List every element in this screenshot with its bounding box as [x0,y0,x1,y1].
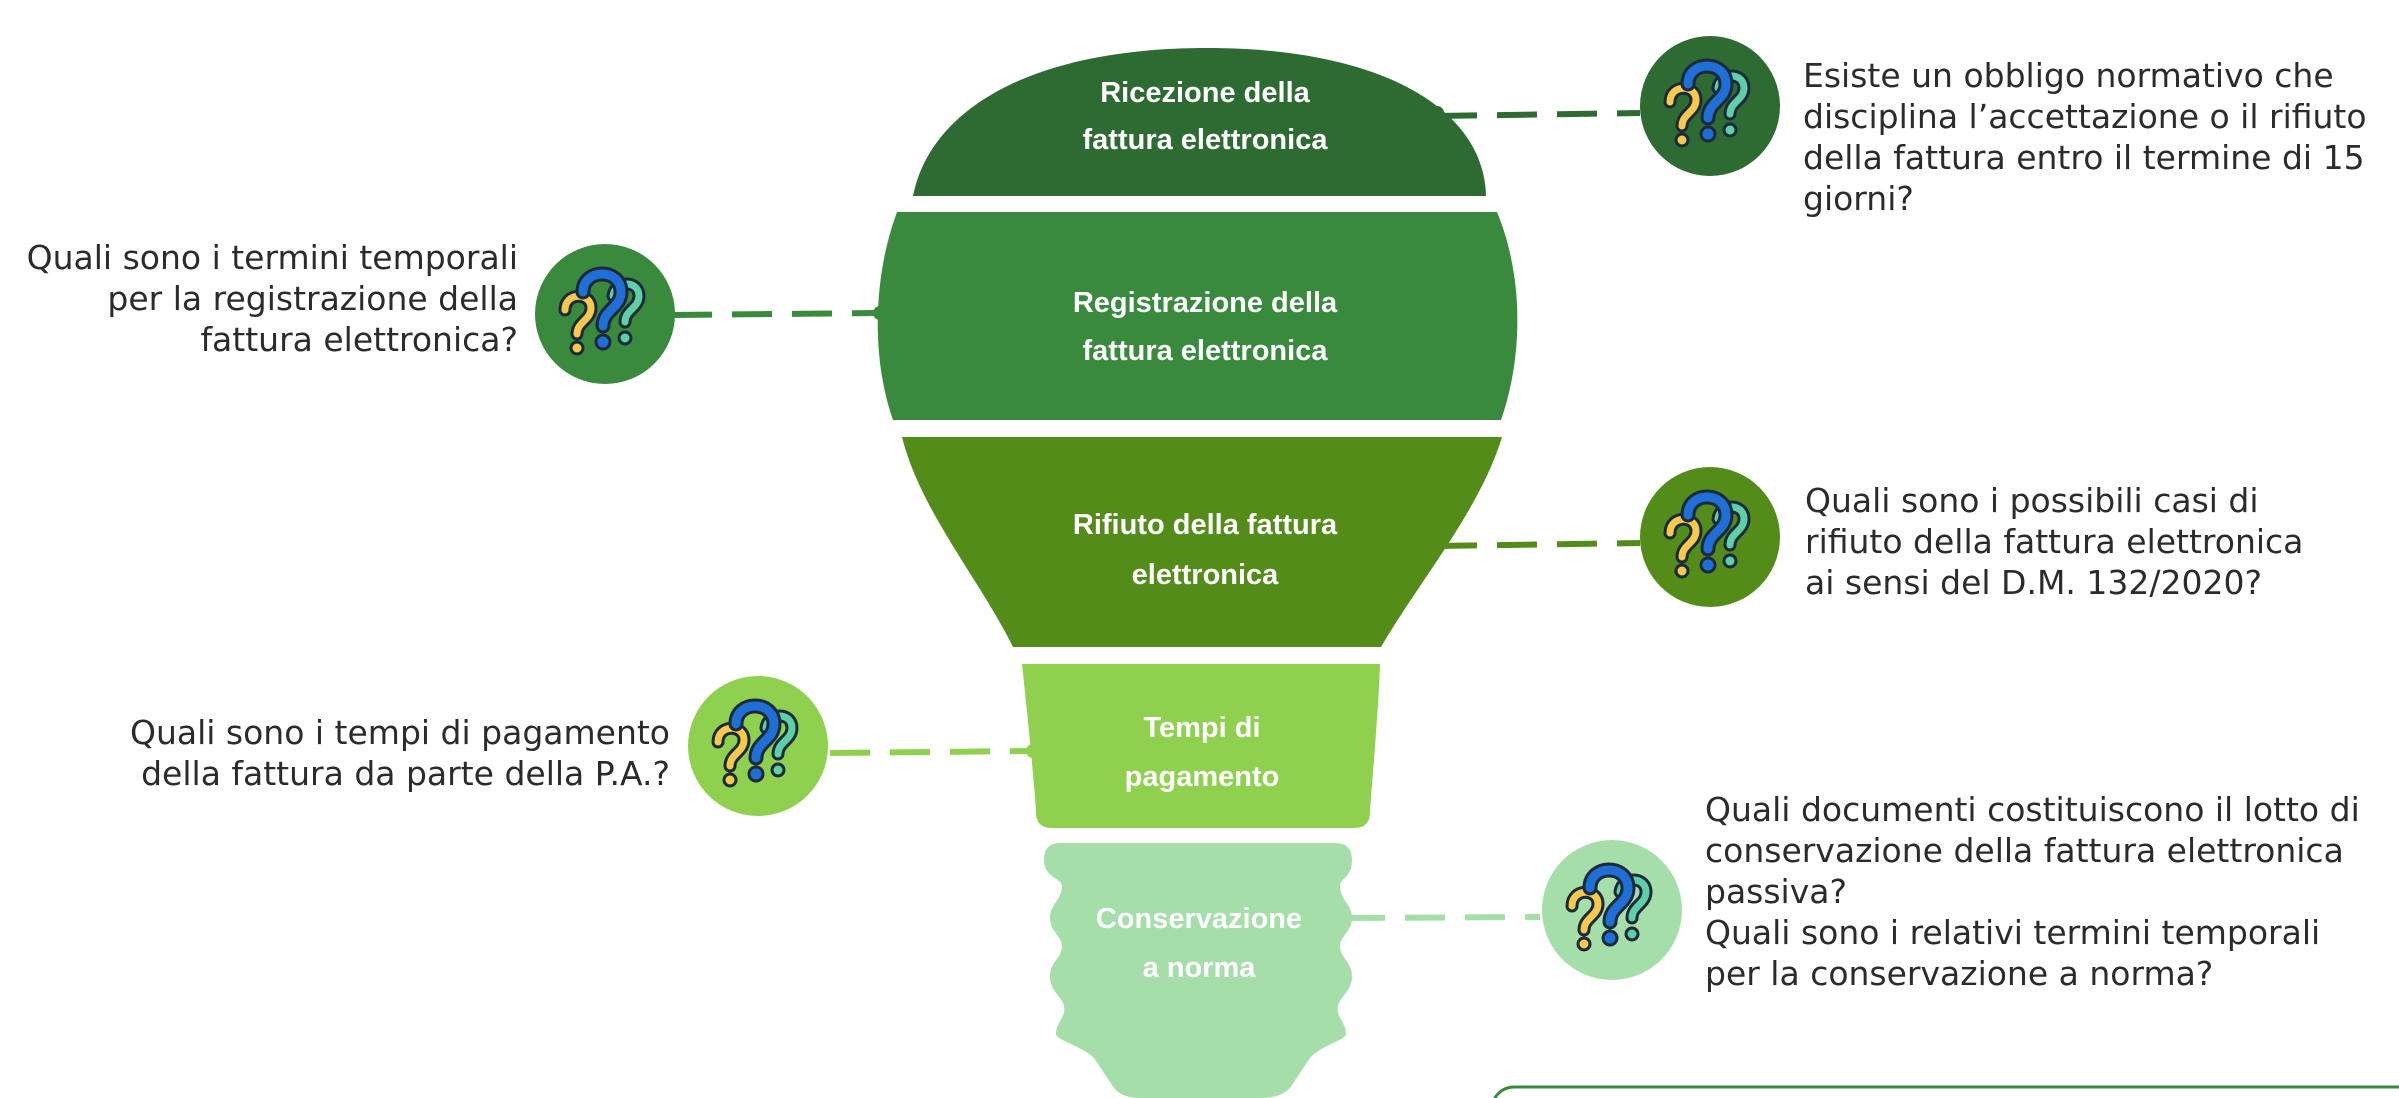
stage-registrazione [877,212,1518,420]
stage-2-label-line2: fattura elettronica [1083,335,1329,367]
note-box [1493,1085,2399,1098]
question-line: Quali sono i possibili casi di [1805,481,2259,520]
stage-2-label-line1: Registrazione della [1073,287,1338,319]
question-marks-icon [1640,467,1780,607]
question-line: Quali sono i relativi termini temporali [1705,913,2321,952]
question-marks-icon [1542,840,1682,980]
question-stage-4: Quali sono i tempi di pagamento della fa… [60,712,670,794]
stage-1-label-line2: fattura elettronica [1083,124,1329,156]
stage-5-label-line1: Conservazione [1096,903,1302,935]
question-line: della fattura da parte della P.A.? [141,754,670,793]
stage-5-label-line2: a norma [1143,952,1257,984]
connector-stage-4 [829,744,1040,758]
question-line: Quali sono i termini temporali [26,238,518,277]
question-line: della fattura entro il termine di 15 [1803,138,2365,177]
question-stage-2: Quali sono i termini temporali per la re… [8,237,518,360]
question-line: Quali documenti costituiscono il lotto d… [1705,790,2360,829]
question-line: Esiste un obbligo normativo che [1803,56,2334,95]
question-line: rifiuto della fattura elettronica [1805,522,2304,561]
question-marks-icon [1640,36,1780,176]
question-stage-1: Esiste un obbligo normativo che discipli… [1803,55,2383,219]
question-marks-icon [535,244,675,384]
stage-tempi-pagamento [1022,664,1380,828]
stage-4-label-line1: Tempi di [1143,712,1260,744]
question-line: fattura elettronica? [200,320,518,359]
stage-rifiuto [902,437,1502,647]
question-line: passiva? [1705,872,1847,911]
stage-3-label-line1: Rifiuto della fattura [1073,509,1338,541]
question-stage-5: Quali documenti costituiscono il lotto d… [1705,789,2395,994]
question-line: conservazione della fattura elettronica [1705,831,2344,870]
question-stage-3: Quali sono i possibili casi di rifiuto d… [1805,480,2365,603]
stage-conservazione [1044,843,1352,1098]
connector-stage-5 [1338,910,1541,924]
question-line: disciplina l’accettazione o il rifiuto [1803,97,2367,136]
question-line: Quali sono i tempi di pagamento [129,713,670,752]
stage-ricezione [913,48,1486,196]
question-marks-icon [688,676,828,816]
question-line: ai sensi del D.M. 132/2020? [1805,563,2263,602]
connector-stage-2 [671,306,887,320]
stage-4-label-line2: pagamento [1125,761,1280,793]
question-line: per la registrazione della [107,279,518,318]
question-line: per la conservazione a norma? [1705,954,2214,993]
question-line: giorni? [1803,179,1914,218]
connector-stage-3 [1430,538,1641,552]
stage-3-label-line2: elettronica [1132,559,1280,591]
stage-1-label-line1: Ricezione della [1100,77,1310,109]
connector-stage-1 [1430,106,1641,120]
